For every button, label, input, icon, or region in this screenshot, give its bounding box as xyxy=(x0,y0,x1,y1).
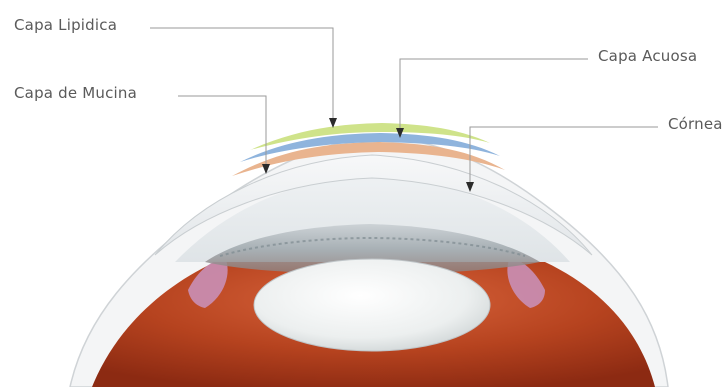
label-cornea: Córnea xyxy=(668,115,723,133)
label-aqueous-layer: Capa Acuosa xyxy=(598,47,697,65)
aqueous-leader-line xyxy=(400,59,588,132)
label-lipid-layer: Capa Lipidica xyxy=(14,16,117,34)
lens xyxy=(254,259,490,351)
lipid-leader-line xyxy=(150,28,333,122)
label-mucin-layer: Capa de Mucina xyxy=(14,84,137,102)
